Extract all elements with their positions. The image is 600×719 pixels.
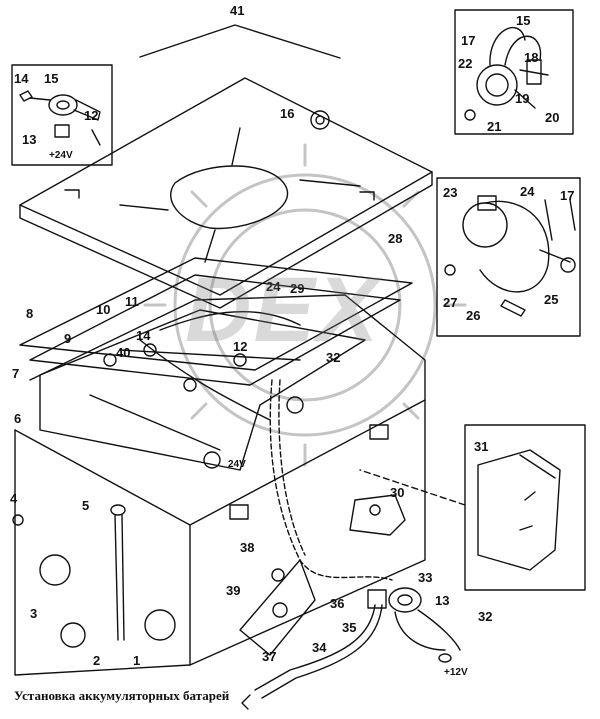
callout-11: 11 bbox=[125, 294, 139, 309]
callout-21: 21 bbox=[487, 119, 501, 134]
voltage-label: +12V bbox=[444, 667, 468, 678]
diagram-caption: Установка аккумуляторных батарей bbox=[14, 688, 230, 703]
inset-bracket bbox=[464, 424, 586, 591]
callout-7: 7 bbox=[12, 366, 19, 381]
callout-17: 17 bbox=[560, 188, 574, 203]
inset-connector bbox=[454, 9, 574, 135]
callout-8: 8 bbox=[26, 306, 33, 321]
callout-5: 5 bbox=[82, 498, 89, 513]
callout-39: 39 bbox=[226, 583, 240, 598]
callout-34: 34 bbox=[312, 640, 327, 655]
callout-22: 22 bbox=[458, 56, 472, 71]
callout-17: 17 bbox=[461, 33, 475, 48]
callout-14: 14 bbox=[136, 328, 151, 343]
connector-drawing bbox=[464, 27, 549, 121]
callout-26: 26 bbox=[466, 308, 480, 323]
callout-1: 1 bbox=[133, 653, 140, 668]
leader-line-41 bbox=[139, 24, 341, 59]
callout-23: 23 bbox=[443, 185, 457, 200]
batteries bbox=[39, 309, 366, 471]
callout-24: 24 bbox=[520, 184, 535, 199]
callout-41: 41 bbox=[230, 3, 244, 18]
callout-19: 19 bbox=[515, 91, 529, 106]
callout-32: 32 bbox=[478, 609, 492, 624]
voltage-label: +24V bbox=[49, 150, 73, 161]
callout-29: 29 bbox=[290, 281, 304, 296]
callout-9: 9 bbox=[64, 331, 71, 346]
callout-30: 30 bbox=[390, 485, 404, 500]
callout-12: 12 bbox=[84, 108, 98, 123]
callout-28: 28 bbox=[388, 231, 402, 246]
callout-14: 14 bbox=[14, 71, 29, 86]
callout-27: 27 bbox=[443, 295, 457, 310]
callout-10: 10 bbox=[96, 302, 110, 317]
terminal-clamp-drawing bbox=[19, 90, 101, 146]
inset-switch bbox=[436, 177, 581, 337]
voltage-labels: +24V 24V +12V bbox=[49, 150, 468, 678]
battery-box bbox=[14, 294, 426, 676]
lid-emboss bbox=[170, 165, 289, 230]
callout-32: 32 bbox=[326, 350, 340, 365]
inset-terminal bbox=[11, 64, 113, 166]
callout-20: 20 bbox=[545, 110, 559, 125]
callout-13: 13 bbox=[22, 132, 36, 147]
callout-12: 12 bbox=[233, 339, 247, 354]
callout-33: 33 bbox=[418, 570, 432, 585]
battery-frame bbox=[19, 257, 413, 371]
callout-18: 18 bbox=[524, 50, 538, 65]
battery-switch-drawing bbox=[444, 195, 576, 317]
callout-31: 31 bbox=[474, 439, 488, 454]
callout-38: 38 bbox=[240, 540, 254, 555]
callout-15: 15 bbox=[516, 13, 530, 28]
callout-36: 36 bbox=[330, 596, 344, 611]
callout-24: 24 bbox=[266, 279, 281, 294]
callout-16: 16 bbox=[280, 106, 294, 121]
callout-35: 35 bbox=[342, 620, 356, 635]
callout-4: 4 bbox=[10, 491, 18, 506]
callout-40: 40 bbox=[116, 345, 130, 360]
callout-37: 37 bbox=[262, 649, 276, 664]
callout-25: 25 bbox=[544, 292, 558, 307]
callout-2: 2 bbox=[93, 653, 100, 668]
callout-3: 3 bbox=[30, 606, 37, 621]
gear-watermark bbox=[143, 143, 467, 467]
watermark-text: DEX bbox=[185, 259, 381, 361]
voltage-label: 24V bbox=[228, 459, 246, 470]
callout-13: 13 bbox=[435, 593, 449, 608]
callout-15: 15 bbox=[44, 71, 58, 86]
callout-6: 6 bbox=[14, 411, 21, 426]
